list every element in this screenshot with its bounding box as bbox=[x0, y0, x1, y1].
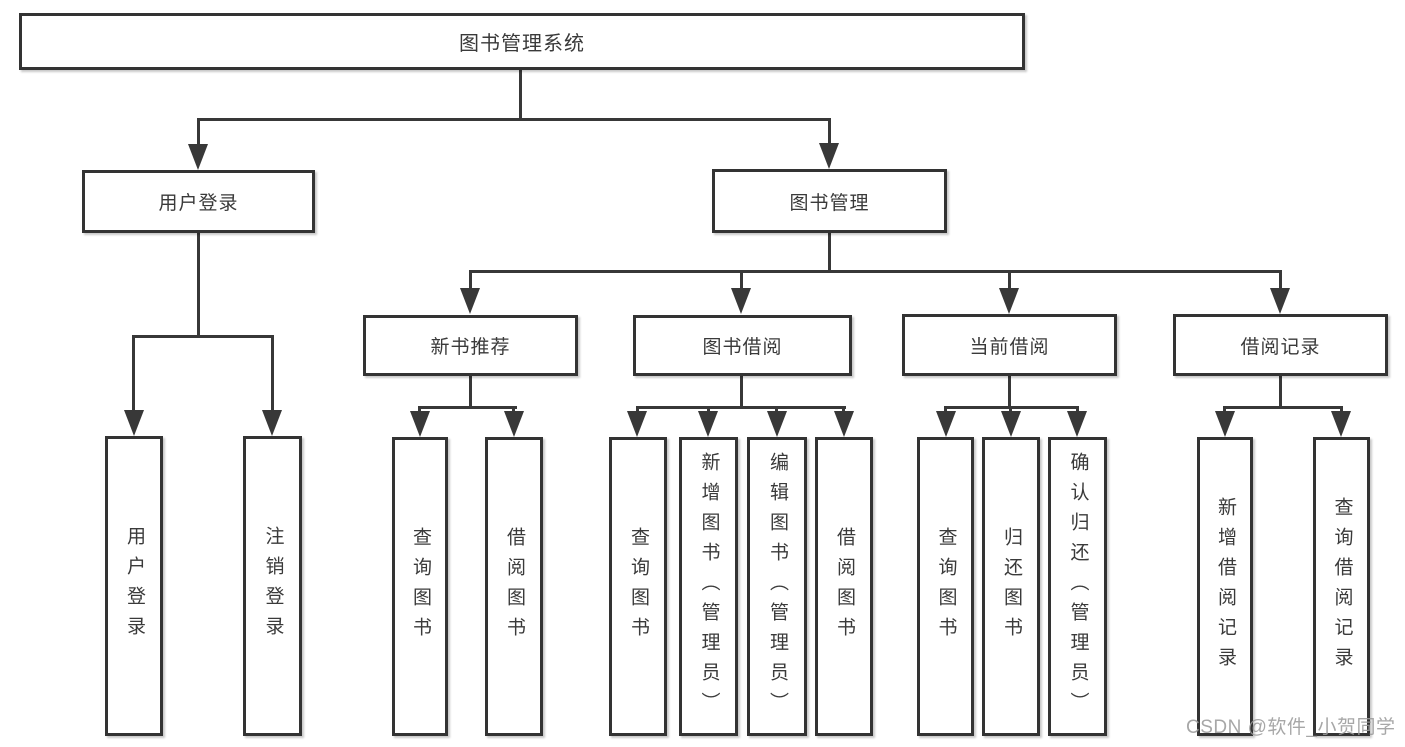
node-current-borrow-label: 当前借阅 bbox=[969, 336, 1050, 358]
node-user-login-branch: 用户登录 bbox=[82, 170, 315, 233]
connector-line bbox=[469, 376, 472, 408]
connector-line bbox=[469, 272, 472, 290]
node-borrow-records: 借阅记录 bbox=[1173, 314, 1388, 376]
connector-line bbox=[828, 233, 831, 272]
leaf-logout: 注销登录 bbox=[243, 436, 302, 736]
arrowhead-icon bbox=[124, 410, 144, 436]
leaf-add-books-admin-label: 新增图书（管理员） bbox=[698, 451, 720, 722]
leaf-add-borrow-record: 新增借阅记录 bbox=[1197, 437, 1253, 736]
node-book-borrow-label: 图书借阅 bbox=[702, 337, 783, 358]
leaf-borrow-books-2-label: 借阅图书 bbox=[833, 526, 855, 647]
leaf-user-login-label: 用户登录 bbox=[123, 526, 145, 646]
leaf-add-books-admin: 新增图书（管理员） bbox=[679, 437, 738, 736]
connector-line bbox=[469, 270, 1282, 273]
connector-line bbox=[418, 406, 517, 409]
connector-line bbox=[271, 337, 274, 414]
arrowhead-icon bbox=[627, 411, 647, 437]
leaf-add-borrow-record-label: 新增借阅记录 bbox=[1214, 496, 1236, 677]
node-root: 图书管理系统 bbox=[19, 13, 1025, 70]
node-new-book-recommend-label: 新书推荐 bbox=[430, 337, 511, 358]
node-book-mgmt-branch-label: 图书管理 bbox=[789, 192, 870, 214]
node-user-login-branch-label: 用户登录 bbox=[158, 193, 239, 214]
connector-line bbox=[1223, 406, 1343, 409]
connector-line bbox=[1008, 272, 1011, 290]
connector-line bbox=[944, 406, 1079, 409]
leaf-edit-books-admin-label: 编辑图书（管理员） bbox=[766, 451, 788, 722]
leaf-query-borrow-record: 查询借阅记录 bbox=[1313, 437, 1370, 736]
connector-line bbox=[636, 406, 846, 409]
arrowhead-icon bbox=[410, 411, 430, 437]
connector-line bbox=[740, 272, 743, 290]
leaf-query-books-2: 查询图书 bbox=[609, 437, 667, 736]
leaf-return-books-label: 归还图书 bbox=[1000, 526, 1022, 647]
leaf-query-borrow-record-label: 查询借阅记录 bbox=[1331, 496, 1353, 677]
arrowhead-icon bbox=[504, 411, 524, 437]
arrowhead-icon bbox=[1215, 411, 1235, 437]
node-borrow-records-label: 借阅记录 bbox=[1240, 336, 1321, 358]
leaf-user-login: 用户登录 bbox=[105, 436, 163, 736]
arrowhead-icon bbox=[936, 411, 956, 437]
connector-line bbox=[197, 118, 831, 121]
leaf-borrow-books-2: 借阅图书 bbox=[815, 437, 873, 736]
arrowhead-icon bbox=[819, 143, 839, 169]
node-root-label: 图书管理系统 bbox=[459, 33, 585, 55]
leaf-query-books-3-label: 查询图书 bbox=[935, 526, 957, 647]
leaf-query-books-2-label: 查询图书 bbox=[627, 526, 649, 647]
connector-line bbox=[519, 70, 522, 119]
connector-line bbox=[132, 337, 135, 414]
connector-line bbox=[1008, 376, 1011, 408]
connector-line bbox=[828, 120, 831, 148]
arrowhead-icon bbox=[262, 410, 282, 436]
connector-line bbox=[197, 233, 200, 337]
leaf-return-books: 归还图书 bbox=[982, 437, 1040, 736]
arrowhead-icon bbox=[1067, 411, 1087, 437]
leaf-confirm-return-admin: 确认归还（管理员） bbox=[1048, 437, 1107, 736]
leaf-confirm-return-admin-label: 确认归还（管理员） bbox=[1067, 451, 1089, 722]
connector-line bbox=[132, 335, 274, 338]
leaf-edit-books-admin: 编辑图书（管理员） bbox=[747, 437, 807, 736]
arrowhead-icon bbox=[767, 411, 787, 437]
arrowhead-icon bbox=[999, 288, 1019, 314]
connector-line bbox=[197, 120, 200, 148]
node-new-book-recommend: 新书推荐 bbox=[363, 315, 578, 376]
arrowhead-icon bbox=[460, 288, 480, 314]
arrowhead-icon bbox=[1001, 411, 1021, 437]
csdn-watermark: CSDN @软件_小贺同学 bbox=[1186, 717, 1396, 738]
node-book-mgmt-branch: 图书管理 bbox=[712, 169, 947, 233]
arrowhead-icon bbox=[731, 288, 751, 314]
arrowhead-icon bbox=[1331, 411, 1351, 437]
arrowhead-icon bbox=[1270, 288, 1290, 314]
connector-line bbox=[1279, 272, 1282, 290]
leaf-query-books-3: 查询图书 bbox=[917, 437, 974, 736]
arrowhead-icon bbox=[698, 411, 718, 437]
leaf-query-books-1-label: 查询图书 bbox=[409, 526, 431, 647]
connector-line bbox=[1279, 376, 1282, 408]
connector-line bbox=[740, 376, 743, 408]
node-current-borrow: 当前借阅 bbox=[902, 314, 1117, 376]
leaf-query-books-1: 查询图书 bbox=[392, 437, 448, 736]
node-book-borrow: 图书借阅 bbox=[633, 315, 852, 376]
arrowhead-icon bbox=[834, 411, 854, 437]
arrowhead-icon bbox=[188, 144, 208, 170]
leaf-logout-label: 注销登录 bbox=[262, 526, 284, 646]
leaf-borrow-books-1: 借阅图书 bbox=[485, 437, 543, 736]
leaf-borrow-books-1-label: 借阅图书 bbox=[503, 526, 525, 647]
